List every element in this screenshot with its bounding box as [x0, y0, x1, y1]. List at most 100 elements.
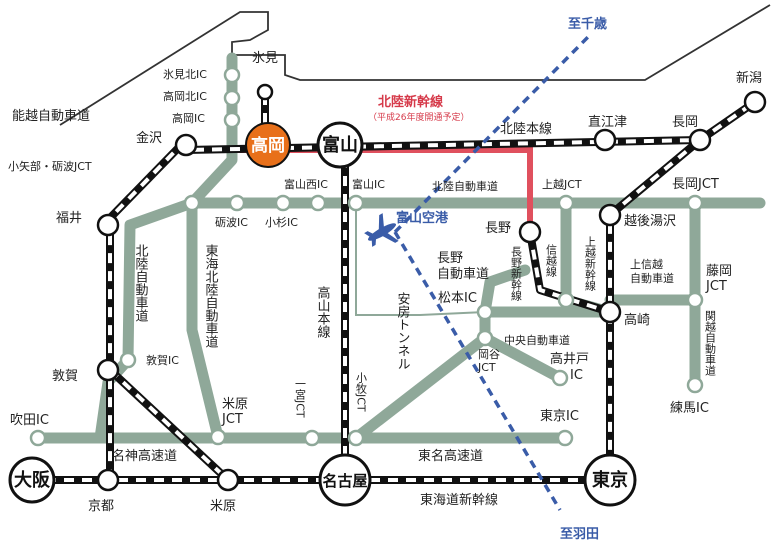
takasaki-label: 高崎	[624, 312, 650, 328]
nagano-expressway-line2: 自動車道	[437, 267, 489, 282]
himi-kita-ic-label: 氷見北IC	[163, 68, 207, 81]
nagaoka-label: 長岡	[672, 115, 698, 130]
nagano-shinkansen-label: 長野新幹線	[510, 246, 523, 301]
maibara-jct-line1: 米原	[222, 397, 248, 412]
joetsu-shinkansen-label: 上越新幹線	[584, 236, 597, 291]
takaoka-kita-ic-node	[223, 89, 241, 107]
airport-label: 富山空港	[396, 210, 449, 226]
toyama-nishi-ic-node	[309, 194, 327, 212]
komaki-jct-label: 小牧JCT	[355, 372, 368, 412]
toyama-nishi-ic-label: 富山西IC	[284, 177, 328, 191]
niigata-station-node	[743, 90, 767, 114]
tsuruga-station-node	[96, 358, 120, 382]
matsumoto-ic-label: 松本IC	[438, 291, 477, 306]
takaoka-kita-ic-label: 高岡北IC	[163, 89, 207, 103]
station-nodes	[96, 83, 767, 492]
joshinetsu-line2: 自動車道	[630, 271, 674, 285]
toyama-label: 富山	[322, 134, 358, 156]
tokyo-city-circle	[583, 453, 637, 507]
hokuriku-expressway-label: 北陸自動車道	[432, 179, 498, 193]
okaya-jct-node	[476, 329, 494, 347]
toyama-ic-node	[347, 194, 365, 212]
noetsu-expressway-label: 能越自動車道	[12, 109, 90, 124]
suita-ic-node	[29, 429, 47, 447]
takaoka-ic-node	[223, 111, 241, 129]
himi-label: 氷見	[252, 51, 278, 66]
tokyo-ic-label: 東京IC	[540, 408, 579, 424]
joetsu-jct-node	[557, 194, 575, 212]
himi-kita-ic-node	[223, 66, 241, 84]
joshinetsu-expressway-label: 上信越自動車道	[630, 257, 674, 285]
chuo-expressway-label: 中央自動車道	[504, 333, 570, 347]
kanazawa-label: 金沢	[136, 130, 162, 146]
komaki-jct-node	[347, 429, 365, 447]
tokai-hokuriku-expressway-label: 東海北陸自動車道	[203, 243, 219, 348]
matsumoto-ic-node	[476, 303, 494, 321]
hokuriku-expressway-v-label: 北陸自動車道	[133, 244, 149, 322]
fujioka-jct-line2: JCT	[705, 279, 727, 294]
nagano-expressway-label: 長野自動車道	[437, 251, 489, 282]
himi-station-node	[256, 83, 274, 101]
takaido-ic-node	[551, 369, 569, 387]
echigo-yuzawa-station-node	[598, 203, 622, 227]
kyoto-station-node	[96, 468, 120, 492]
coastline	[59, 4, 771, 126]
joshinetsu-node	[557, 291, 575, 309]
toyama-city-circle	[316, 121, 364, 169]
takaido-ic-line1: 高井戸	[550, 351, 589, 367]
nagano-label: 長野	[485, 221, 511, 236]
maibara-label: 米原	[210, 499, 236, 514]
tomei-expressway-label: 東名高速道	[418, 448, 483, 464]
to-chitose-label: 至千歳	[568, 16, 607, 32]
takaoka-label: 高岡	[251, 135, 285, 156]
takasaki-station-node	[598, 300, 622, 324]
nagano-expressway-line1: 長野	[437, 251, 463, 266]
tsuruga-ic-node	[119, 351, 137, 369]
suita-ic-label: 吹田IC	[10, 413, 49, 428]
nagoya-label: 名古屋	[322, 472, 367, 490]
joshinetsu-line1: 上信越	[630, 257, 663, 271]
nerima-ic-label: 練馬IC	[670, 401, 709, 416]
naoetsu-station-node	[593, 128, 617, 152]
kyoto-label: 京都	[88, 499, 114, 514]
nagoya-city-circle	[318, 453, 372, 507]
air-routes	[393, 33, 592, 511]
maibara-jct-node	[209, 428, 227, 446]
oyabe-tonami-jct-node	[183, 194, 201, 212]
kanetsu-expressway-label: 関越自動車道	[704, 310, 717, 376]
fujioka-jct-node	[686, 291, 704, 309]
major-cities	[8, 121, 637, 507]
hokuriku-main-line-label: 北陸本線	[500, 121, 552, 137]
fujioka-jct-line1: 藤岡	[706, 264, 732, 279]
tokaido-shinkansen-label: 東海道新幹線	[420, 492, 498, 508]
maibara-jct-line2: JCT	[221, 412, 243, 427]
ic-nodes	[29, 66, 704, 447]
echigo-yuzawa-label: 越後湯沢	[624, 214, 676, 229]
kanazawa-station-node	[174, 133, 198, 157]
tonami-ic-node	[228, 194, 246, 212]
to-haneda-label: 至羽田	[560, 527, 599, 542]
okaya-jct-line2: JCT	[477, 361, 496, 374]
osaka-city-circle	[8, 456, 56, 504]
oyabe-tonami-jct-label: 小矢部・砺波JCT	[8, 159, 92, 173]
shinetsu-line-label: 信越線	[545, 244, 558, 277]
naoetsu-label: 直江津	[588, 115, 627, 130]
takaoka-city-circle	[245, 122, 291, 168]
fukui-station-node	[96, 213, 120, 237]
niigata-label: 新潟	[736, 70, 762, 86]
okaya-jct-line1: 岡谷	[478, 348, 500, 361]
joetsu-jct-label: 上越JCT	[542, 177, 582, 191]
maibara-station-node	[216, 468, 240, 492]
takaido-ic-line2: IC	[570, 368, 583, 383]
tsuruga-ic-label: 敦賀IC	[146, 353, 179, 367]
nagano-station-node	[518, 220, 542, 244]
nagaoka-station-node	[688, 128, 712, 152]
nerima-ic-node	[686, 376, 704, 394]
takayama-line-label: 高山本線	[315, 285, 331, 338]
nagaoka-jct-node	[686, 194, 704, 212]
